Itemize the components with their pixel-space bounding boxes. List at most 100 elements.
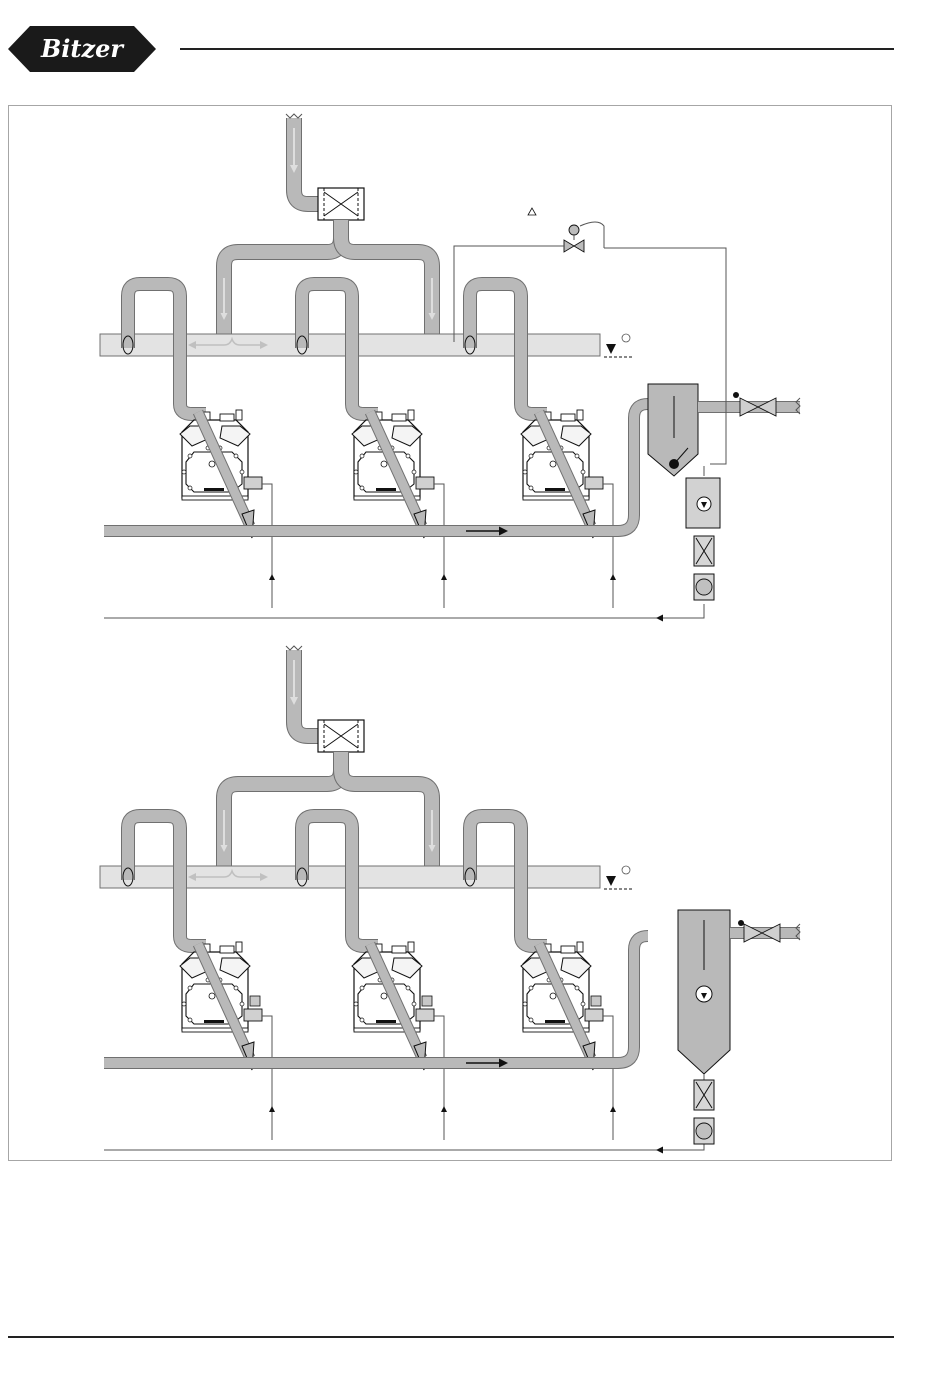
gas-valve-sensor (733, 392, 739, 398)
base-mark (204, 1020, 224, 1023)
base-mark (545, 488, 565, 491)
gas-valve-a (744, 924, 762, 942)
oil-feed-line-2 (434, 1016, 444, 1140)
oil-feed-arrow-3 (610, 574, 616, 580)
oil-sight-glass (696, 1123, 712, 1139)
bolt (354, 1002, 358, 1006)
oil-feed-arrow-1 (269, 574, 275, 580)
gas-valve-b (758, 398, 776, 416)
bolt (529, 454, 533, 458)
bolt (360, 486, 364, 490)
pipe-break-mark (286, 114, 302, 118)
suction-inlet-pipe-fill (294, 118, 320, 204)
oil-sight-glass (696, 579, 712, 595)
suction-inlet-pipe (294, 650, 320, 736)
bolt (581, 1002, 585, 1006)
oil-level-regulator (416, 1009, 434, 1021)
bolt (188, 486, 192, 490)
control-valve-a (564, 240, 574, 252)
separator-float (669, 459, 679, 469)
bolt (406, 454, 410, 458)
oil-feed-arrow-2 (441, 1106, 447, 1112)
oil-feed-arrow-1 (269, 1106, 275, 1112)
base-mark (545, 1020, 565, 1023)
bolt (523, 470, 527, 474)
oil-supply-line (104, 604, 704, 618)
suction-inlet-pipe-fill (294, 650, 320, 736)
oil-feed-arrow-3 (610, 1106, 616, 1112)
level-switch (250, 996, 260, 1006)
suction-inlet-pipe (294, 118, 320, 204)
control-valve-head (569, 225, 579, 235)
bolt (234, 454, 238, 458)
service-valve (408, 942, 414, 952)
oil-supply-arrow (656, 1147, 663, 1154)
discharge-valve (220, 946, 234, 953)
level-switch (422, 996, 432, 1006)
discharge-valve (220, 414, 234, 421)
discharge-valve (561, 414, 575, 421)
service-valve (577, 410, 583, 420)
pipe-break-mark (286, 646, 302, 650)
oil-level-regulator (244, 1009, 262, 1021)
bolt (188, 1018, 192, 1022)
bolt (360, 986, 364, 990)
oil-supply-arrow (656, 615, 663, 622)
delta-symbol (528, 208, 536, 215)
bolt (360, 454, 364, 458)
base-mark (376, 1020, 396, 1023)
oil-level-regulator (585, 477, 603, 489)
bolt (575, 454, 579, 458)
bolt (360, 1018, 364, 1022)
oil-level-regulator (585, 1009, 603, 1021)
gas-valve-a (740, 398, 758, 416)
control-valve-b (574, 240, 584, 252)
oil-feed-arrow-2 (441, 574, 447, 580)
level-marker-circle (622, 866, 630, 874)
bolt (523, 1002, 527, 1006)
oil-feed-line-2 (434, 484, 444, 608)
oil-feed-line-1 (262, 1016, 272, 1140)
level-marker (606, 876, 616, 886)
bolt (581, 470, 585, 474)
bolt (412, 1002, 416, 1006)
oil-feed-line-3 (603, 484, 613, 608)
bolt (354, 470, 358, 474)
oil-feed-line-3 (603, 1016, 613, 1140)
bolt (575, 986, 579, 990)
bolt (234, 986, 238, 990)
discharge-valve (392, 414, 406, 421)
bolt (188, 986, 192, 990)
discharge-valve (392, 946, 406, 953)
oil-supply-line (104, 1136, 704, 1150)
base-mark (376, 488, 396, 491)
level-marker-circle (622, 334, 630, 342)
oil-level-regulator (244, 477, 262, 489)
level-marker (606, 344, 616, 354)
gas-valve-b (762, 924, 780, 942)
bolt (529, 1018, 533, 1022)
bolt (529, 986, 533, 990)
bolt (182, 1002, 186, 1006)
level-switch (591, 996, 601, 1006)
bolt (240, 470, 244, 474)
base-mark (204, 488, 224, 491)
oil-level-regulator (416, 477, 434, 489)
bolt (182, 470, 186, 474)
bolt (529, 486, 533, 490)
service-valve (236, 942, 242, 952)
diagram-top (100, 114, 800, 622)
service-valve (577, 942, 583, 952)
discharge-valve (561, 946, 575, 953)
service-valve (236, 410, 242, 420)
bolt (188, 454, 192, 458)
oil-feed-line-1 (262, 484, 272, 608)
bolt (240, 1002, 244, 1006)
service-valve (408, 410, 414, 420)
bolt (406, 986, 410, 990)
bolt (412, 470, 416, 474)
gas-valve-sensor (738, 920, 744, 926)
footer-rule (8, 1336, 894, 1338)
diagram-bottom (100, 646, 800, 1154)
